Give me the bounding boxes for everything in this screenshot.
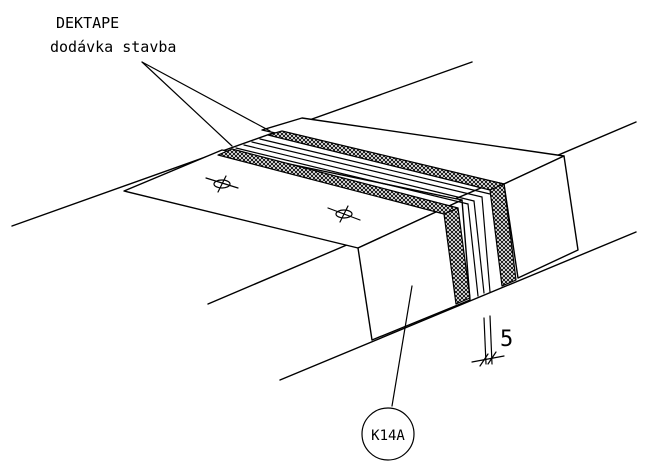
- joint-lines: [235, 138, 491, 297]
- lower-long-line: [279, 231, 637, 381]
- fastener-icon: [205, 175, 239, 193]
- callout-line1: DEKTAPE: [56, 14, 119, 32]
- tag-label: K14A: [371, 428, 405, 444]
- left-sheet-front: [357, 199, 471, 341]
- right-sheet-front: [503, 155, 579, 279]
- callout-leaders: [141, 61, 271, 147]
- upper-long-line: [11, 61, 473, 227]
- tape-left-front: [443, 207, 471, 305]
- callout-line2: dodávka stavba: [50, 38, 176, 56]
- dimension-value: 5: [500, 327, 513, 352]
- tag-leader: [391, 285, 413, 407]
- tag-circle: [361, 407, 415, 461]
- dimension-mark: [471, 315, 505, 367]
- tape-right-front: [489, 183, 517, 287]
- fastener-icon: [327, 205, 361, 223]
